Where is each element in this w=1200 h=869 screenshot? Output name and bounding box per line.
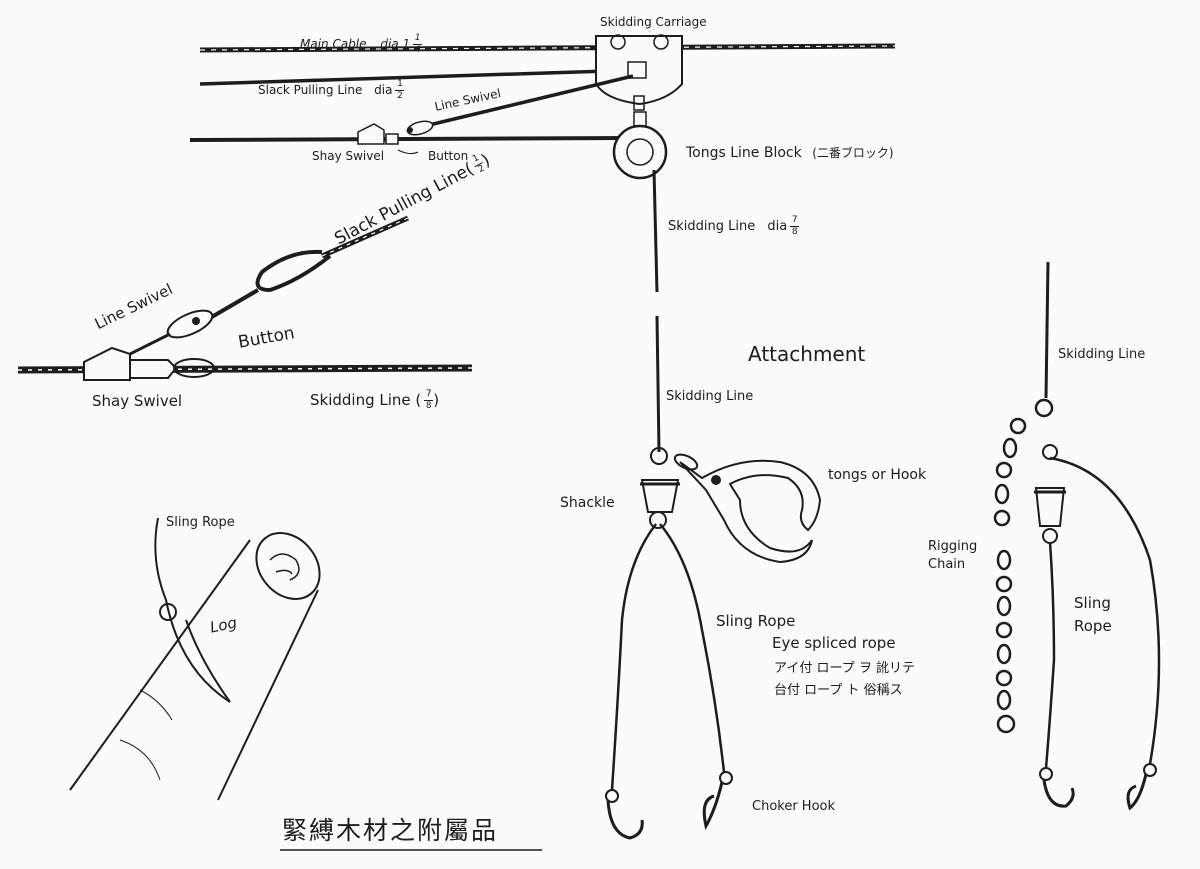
label-button-top: Button	[428, 149, 469, 163]
choker-hook-left	[605, 789, 644, 840]
line-swivel-top	[406, 120, 434, 136]
label-tongs-line-block-jp: (二番ブロック)	[812, 146, 894, 160]
fraction-denominator: 4	[414, 45, 421, 55]
shay-swivel-top	[357, 123, 385, 145]
label-main-cable-dia: dia 1	[380, 37, 411, 51]
label-chain-sling-rope: Sling Rope	[1074, 594, 1112, 635]
chain-choker-hook-left	[1039, 767, 1075, 808]
label-slack-text: Slack Pulling Line	[258, 83, 363, 97]
chain-skidding-line	[1044, 261, 1050, 399]
detail-line-swivel	[125, 288, 260, 358]
detail-eye-splice	[255, 249, 332, 293]
label-skidding-text: Skidding Line	[668, 219, 756, 234]
detail-button	[129, 358, 215, 379]
label-eye-spliced-rope: Eye spliced rope	[772, 634, 896, 652]
fraction-numerator: 1	[397, 79, 403, 89]
label-main-cable-text: Main Cable	[300, 37, 367, 51]
label-attachment-heading: Attachment	[748, 342, 866, 366]
log	[69, 532, 321, 801]
label-chain-skidding-line: Skidding Line	[1058, 347, 1146, 362]
chain-sling-rope	[1044, 456, 1161, 769]
fraction-numerator: 7	[791, 215, 798, 225]
rigging-chain	[993, 398, 1054, 734]
fraction-numerator: 1	[414, 33, 421, 43]
attachment-tongs-hook	[673, 453, 822, 564]
label-detail-shay-swivel: Shay Swivel	[92, 392, 183, 410]
slack-pulling-line-top	[199, 68, 641, 86]
label-attachment-skidding-line: Skidding Line	[666, 389, 754, 404]
slack-line-diagonal	[424, 74, 634, 128]
chain-shackle	[1034, 444, 1066, 544]
label-detail-skidding-text: Skidding Line	[310, 391, 411, 409]
skidding-carriage	[595, 34, 683, 111]
skidding-line-horizontal	[189, 136, 629, 142]
page-title: 緊縛木材之附屬品	[282, 816, 499, 845]
label-slack-dia: dia	[374, 83, 393, 97]
fraction-denominator: 8	[425, 401, 432, 411]
attachment-sling-rope	[610, 523, 726, 791]
label-rigging-chain: Rigging Chain	[928, 539, 978, 572]
attachment-shackle	[640, 447, 680, 529]
button-top	[385, 133, 419, 155]
label-shay-swivel-top: Shay Swivel	[312, 149, 385, 163]
label-log-sling-rope: Sling Rope	[166, 515, 235, 530]
label-shackle: Shackle	[560, 495, 615, 511]
fraction-denominator: 2	[397, 91, 403, 101]
label-skidding-carriage: Skidding Carriage	[600, 15, 707, 29]
skidding-line-vertical-top	[652, 169, 659, 293]
label-jp-line-1: アイ付 ロープ ヲ 訛リテ	[774, 661, 915, 676]
choker-hook-right	[702, 771, 733, 831]
label-tongs-line-block-text: Tongs Line Block	[686, 145, 802, 161]
log-sling-rope	[154, 517, 231, 703]
detail-shay-swivel	[83, 346, 131, 381]
label-jp-line-2: 台付 ロープ ト 俗稱ス	[774, 683, 903, 698]
label-attachment-sling-rope: Sling Rope	[716, 612, 796, 630]
detail-slack-pulling-line	[320, 215, 410, 259]
label-skidding-dia: dia	[767, 219, 788, 234]
label-tongs-line-block: Tongs Line Block (二番ブロック)	[686, 146, 894, 160]
chain-choker-hook-right	[1126, 763, 1157, 811]
main-cable	[199, 43, 896, 53]
fraction-denominator: 8	[791, 227, 798, 237]
label-choker-hook: Choker Hook	[752, 799, 836, 814]
tongs-line-block	[612, 111, 668, 180]
fraction-numerator: 7	[425, 389, 432, 399]
label-tongs-or-hook: tongs or Hook	[828, 467, 927, 483]
attachment-skidding-line	[655, 315, 661, 453]
